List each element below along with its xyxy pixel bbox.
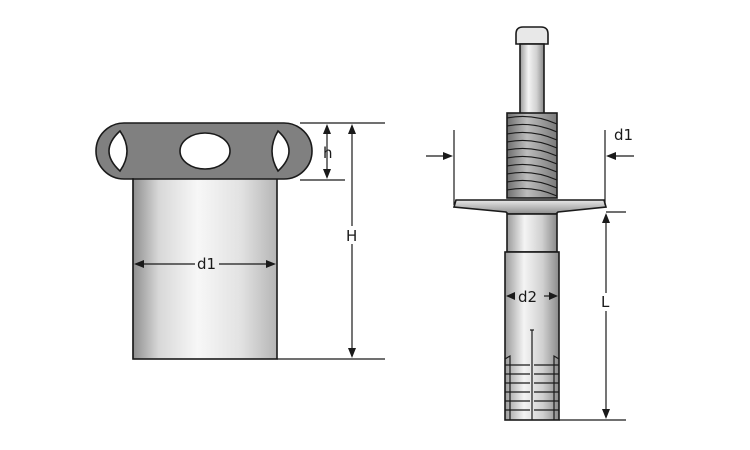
anchor-label-d2: d2 [518,288,537,306]
anchor-ribs [505,364,559,411]
cap-dimension-d1: d1 [134,255,276,273]
anchor-label-d1: d1 [614,126,633,144]
cap-head-right-lobe [271,129,290,173]
cap-part [95,122,313,360]
anchor-thread [506,112,558,199]
anchor-thread-lines [506,115,558,197]
cap-head-left-lobe [108,129,128,173]
anchor-neck [506,213,558,253]
cap-body [132,177,278,360]
anchor-label-L: L [601,293,610,311]
cap-head-center-oval [179,132,231,170]
cap-label-d1: d1 [197,255,216,273]
cap-dimension-h: h [300,122,385,181]
cap-label-h: h [323,144,333,162]
anchor-dimension-d1: d1 [426,126,634,205]
anchor-part [452,26,608,421]
anchor-pin-head [515,26,549,45]
cap-dimension-H: H [277,124,385,360]
anchor-flange [452,199,608,215]
anchor-dimension-L: L [559,211,626,421]
cap-label-H: H [346,227,357,245]
anchor-pin-shaft [519,43,545,115]
anchor-dimension-d2: d2 [506,288,558,306]
